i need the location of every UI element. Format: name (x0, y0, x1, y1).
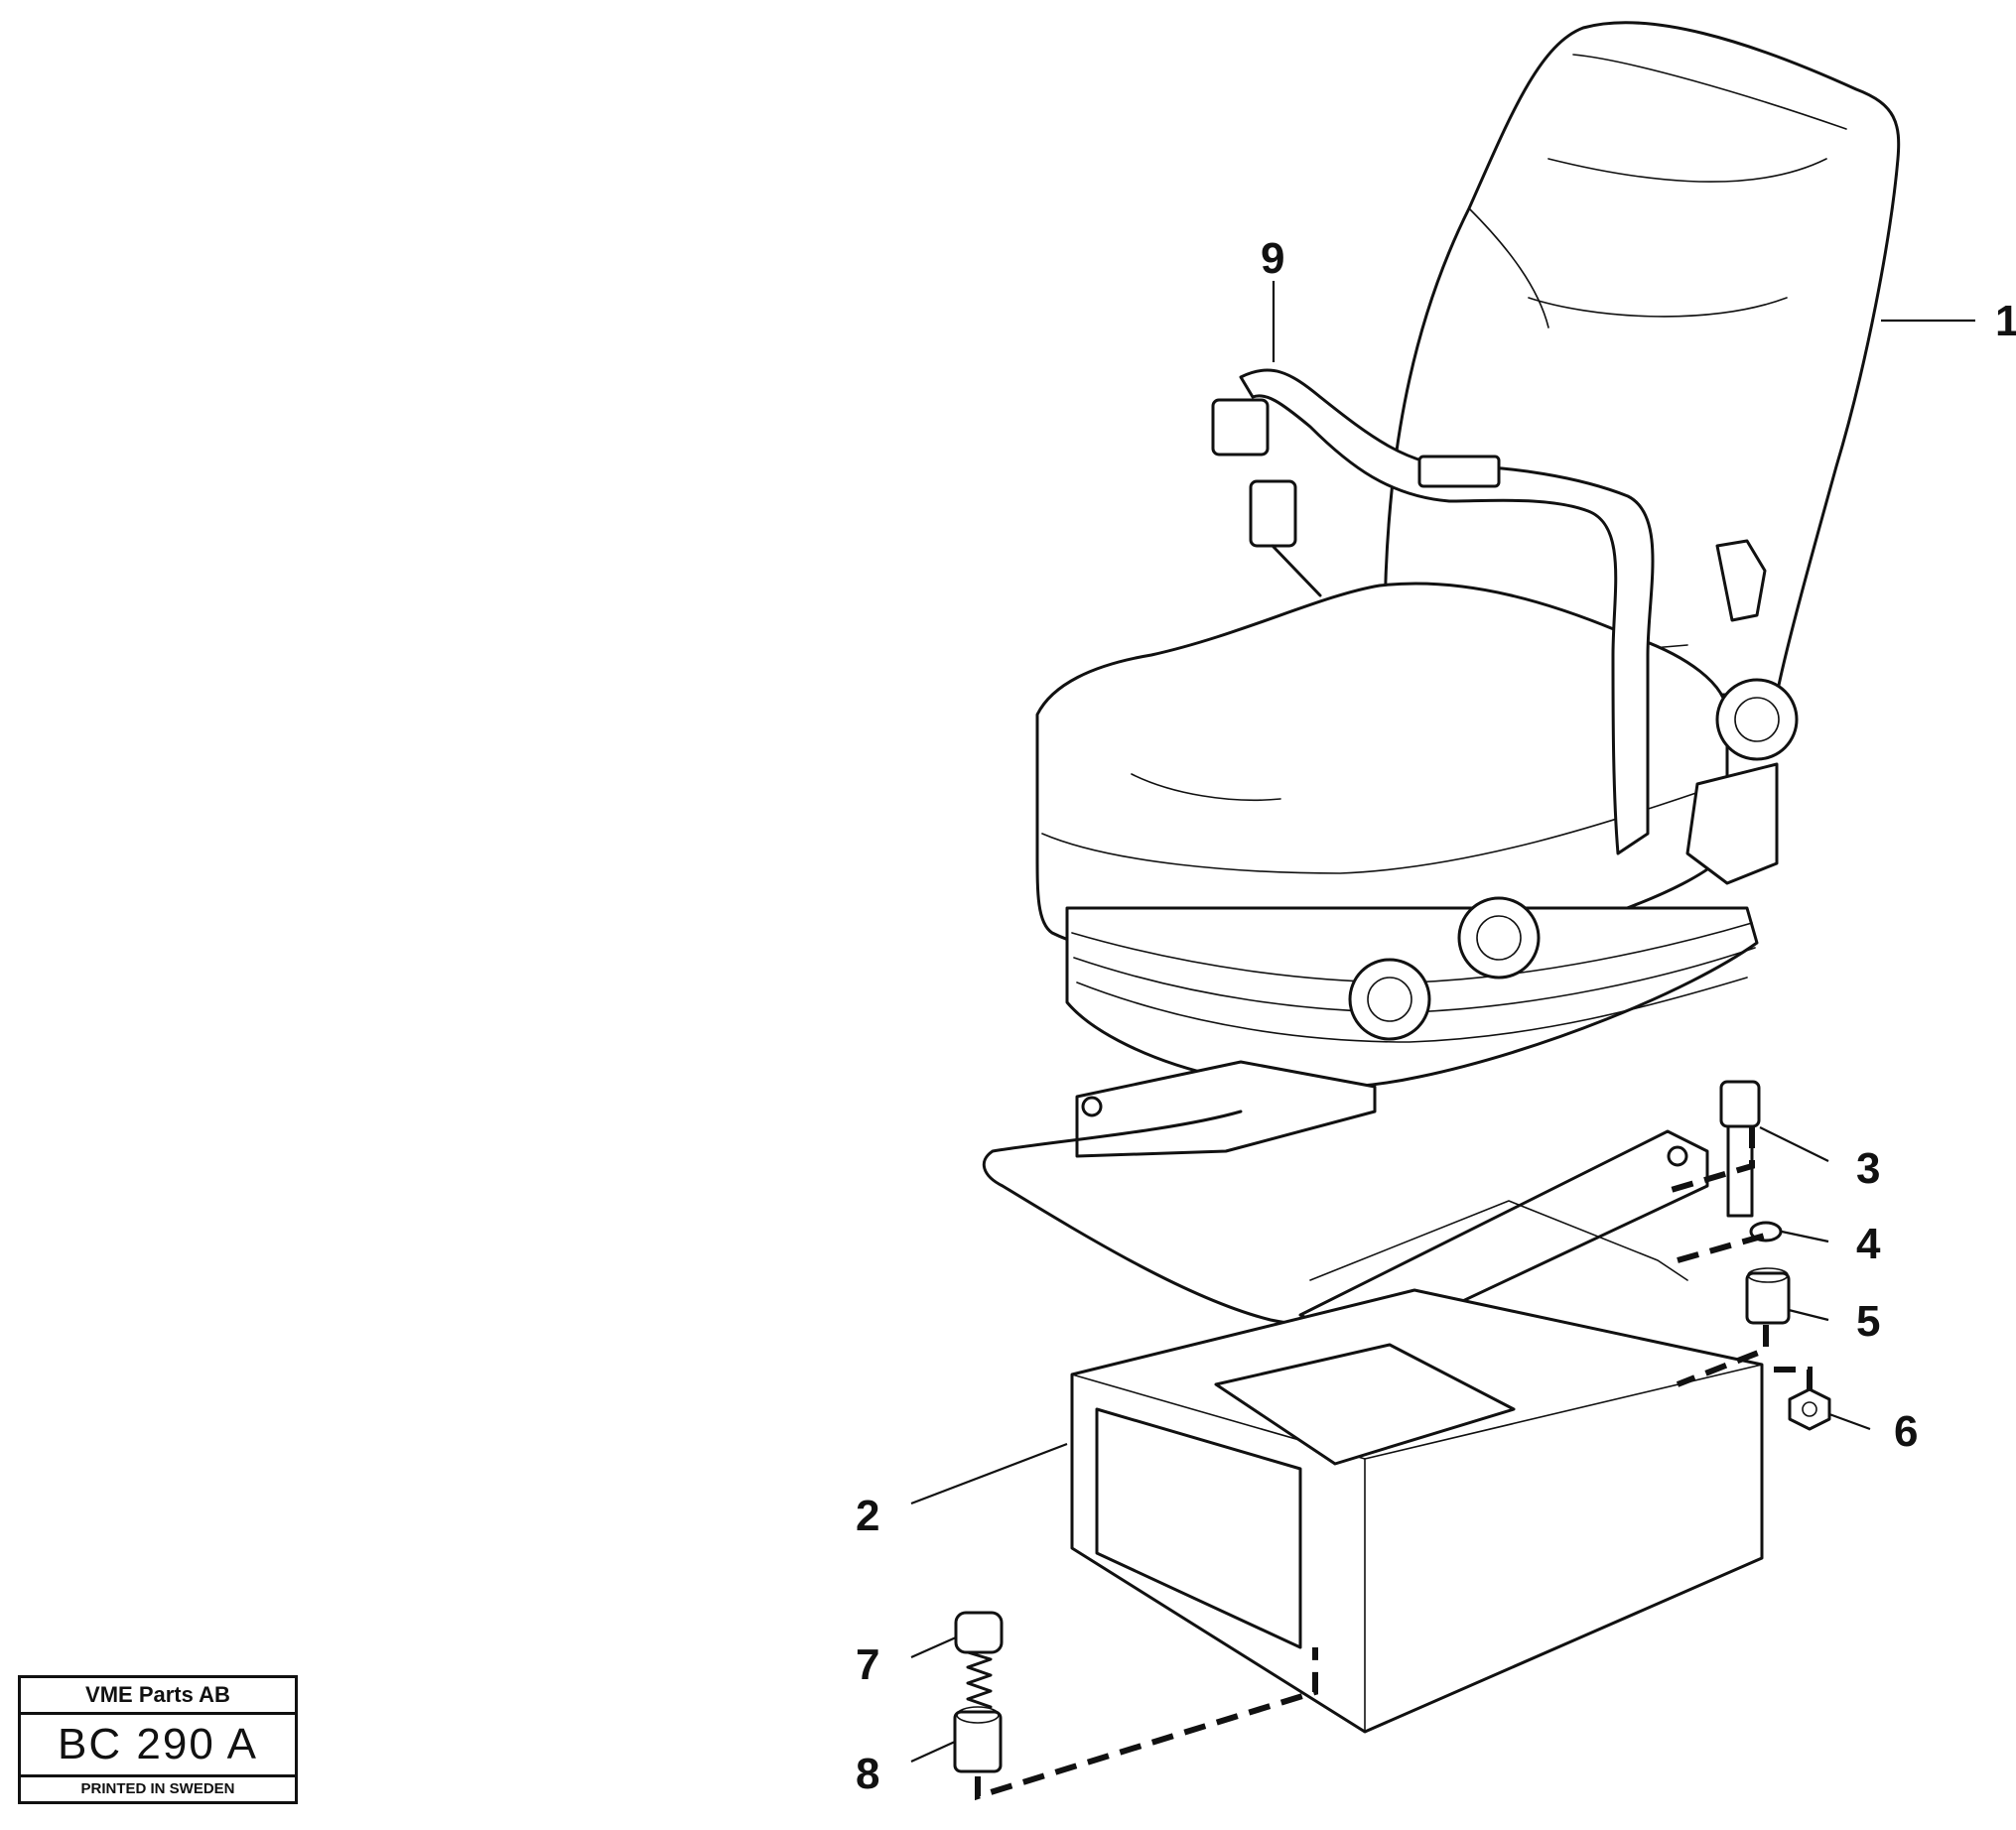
leader-line-4 (1781, 1230, 1829, 1243)
belt-adjuster (1417, 455, 1501, 488)
knob-icon (1457, 896, 1541, 980)
screw-7 (954, 1611, 1004, 1709)
stamp-printed: PRINTED IN SWEDEN (80, 1780, 235, 1797)
callout-2: 2 (856, 1492, 879, 1540)
knob-icon (1715, 678, 1799, 761)
leader-line-8 (910, 1740, 956, 1764)
spacer-8 (953, 1706, 1003, 1773)
nut-6 (1788, 1387, 1831, 1431)
leader-line-2 (910, 1442, 1068, 1505)
callout-5: 5 (1856, 1297, 1880, 1346)
slide-rails (982, 1060, 1709, 1347)
belt-buckle-latch (1211, 398, 1270, 457)
callout-7: 7 (856, 1640, 879, 1689)
driver-seat (1035, 21, 1901, 1090)
belt-buckle-receiver (1249, 479, 1297, 548)
assembly-path-8-box (975, 1647, 1318, 1801)
leader-line-7 (910, 1635, 957, 1659)
recline-lever (1715, 539, 1767, 622)
seat-box-top-cutout (1214, 1343, 1516, 1466)
knob-icon (1348, 958, 1431, 1041)
stamp-code: BC 290 A (21, 1715, 295, 1777)
callout-9: 9 (1261, 234, 1284, 283)
callout-4: 4 (1856, 1220, 1881, 1268)
assembly-path-5-box (1676, 1325, 1769, 1387)
leader-line-5 (1788, 1308, 1829, 1322)
assembly-path-6 (1767, 1367, 1813, 1389)
callout-1: 1 (1995, 297, 2016, 345)
assembly-path-4-5 (1677, 1233, 1766, 1263)
callout-6: 6 (1894, 1407, 1918, 1456)
assembly-path-3-4 (1667, 1126, 1755, 1194)
rail-stud-icon (1667, 1145, 1688, 1167)
stamp-company: VME Parts AB (21, 1678, 295, 1715)
rail-left (1075, 1060, 1377, 1158)
seat-belt (1211, 368, 1655, 855)
rail-stud-icon (1081, 1096, 1103, 1117)
seat-box (1070, 1288, 1764, 1734)
seat-backrest (1383, 21, 1901, 697)
spacer-5 (1745, 1267, 1791, 1325)
title-stamp: VME Parts AB BC 290 A PRINTED IN SWEDEN (18, 1675, 298, 1804)
callout-3: 3 (1856, 1144, 1880, 1193)
leader-line-6 (1828, 1412, 1871, 1431)
seat-side-bracket (1685, 762, 1779, 885)
callout-8: 8 (856, 1750, 879, 1798)
screw-3 (1719, 1080, 1761, 1218)
seat-box-opening (1095, 1407, 1302, 1649)
leader-line-3 (1759, 1126, 1829, 1162)
